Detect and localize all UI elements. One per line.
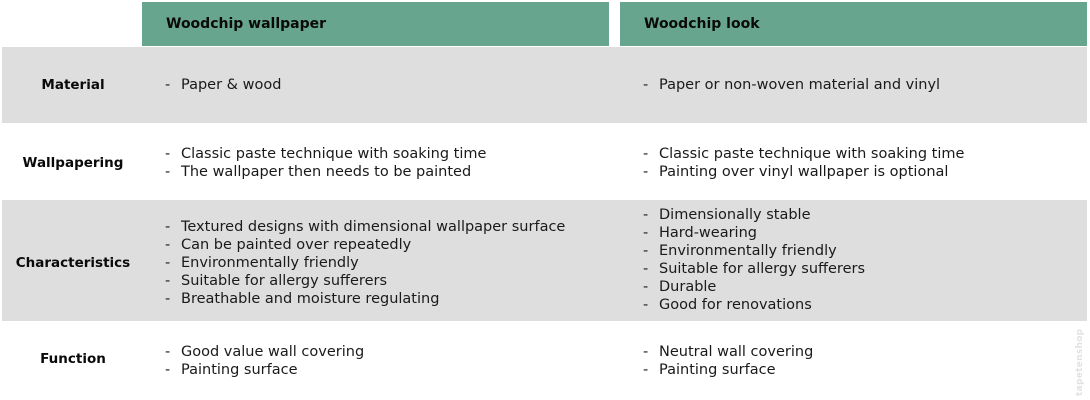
list-item: Paper or non-woven material and vinyl	[643, 76, 940, 94]
list-item: Painting surface	[165, 361, 364, 379]
list-item: Good for renovations	[643, 296, 865, 314]
list-item: Suitable for allergy sufferers	[643, 260, 865, 278]
list-item: Painting surface	[643, 361, 813, 379]
list-item: Dimensionally stable	[643, 206, 865, 224]
row-label: Wallpapering	[22, 155, 124, 171]
list-item: Environmentally friendly	[165, 254, 565, 272]
cell-col1: Paper & wood	[165, 76, 281, 94]
cell-col1: Classic paste technique with soaking tim…	[165, 145, 486, 181]
list-item: Painting over vinyl wallpaper is optiona…	[643, 163, 964, 181]
list-item: Breathable and moisture regulating	[165, 290, 565, 308]
row-label: Material	[41, 77, 105, 93]
list-item: Hard-wearing	[643, 224, 865, 242]
list-item: Can be painted over repeatedly	[165, 236, 565, 254]
cell-col1: Good value wall covering Painting surfac…	[165, 343, 364, 379]
table-row-material: Material Paper & wood Paper or non-woven…	[2, 47, 1087, 123]
cell-col2: Paper or non-woven material and vinyl	[643, 76, 940, 94]
watermark: tapetenshop	[1075, 328, 1085, 396]
list-item: Good value wall covering	[165, 343, 364, 361]
cell-col1: Textured designs with dimensional wallpa…	[165, 218, 565, 308]
table-row-characteristics: Characteristics Textured designs with di…	[2, 200, 1087, 321]
cell-col2: Classic paste technique with soaking tim…	[643, 145, 964, 181]
list-item: Durable	[643, 278, 865, 296]
list-item: Neutral wall covering	[643, 343, 813, 361]
table-row-wallpapering: Wallpapering Classic paste technique wit…	[2, 124, 1087, 200]
column-header-woodchip-look: Woodchip look	[620, 2, 1087, 46]
table-row-function: Function Good value wall covering Painti…	[2, 321, 1087, 400]
cell-col2: Neutral wall covering Painting surface	[643, 343, 813, 379]
column-header-woodchip-wallpaper: Woodchip wallpaper	[142, 2, 609, 46]
list-item: Paper & wood	[165, 76, 281, 94]
cell-col2: Dimensionally stable Hard-wearing Enviro…	[643, 206, 865, 314]
row-label: Characteristics	[15, 255, 131, 271]
row-label: Function	[40, 351, 106, 367]
list-item: Suitable for allergy sufferers	[165, 272, 565, 290]
list-item: Classic paste technique with soaking tim…	[165, 145, 486, 163]
list-item: Classic paste technique with soaking tim…	[643, 145, 964, 163]
list-item: The wallpaper then needs to be painted	[165, 163, 486, 181]
list-item: Textured designs with dimensional wallpa…	[165, 218, 565, 236]
list-item: Environmentally friendly	[643, 242, 865, 260]
